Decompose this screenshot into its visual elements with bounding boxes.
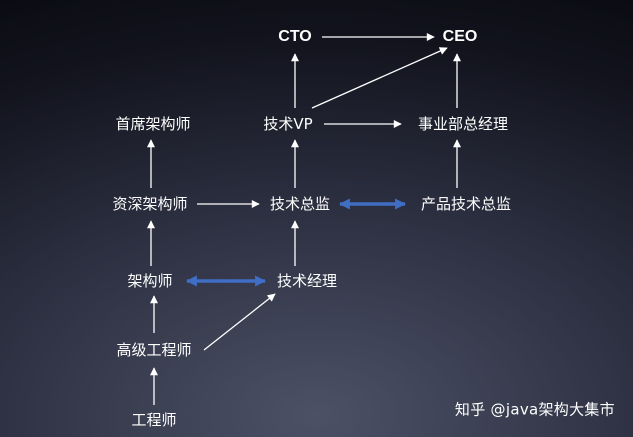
node-product-tech-director: 产品技术总监 [420,195,512,213]
edge-senior-engineer-to-tech-manager [203,293,276,351]
node-tech-manager: 技术经理 [276,272,338,290]
node-architect: 架构师 [127,272,173,290]
watermark-text: 知乎 @java架构大集市 [454,400,615,419]
node-senior-architect: 资深架构师 [112,195,188,213]
edge-tech-vp-to-ceo [311,47,448,109]
node-senior-engineer: 高级工程师 [116,341,192,359]
node-tech-director: 技术总监 [269,195,331,213]
node-business-gm: 事业部总经理 [417,115,509,133]
node-tech-vp: 技术VP [263,115,313,133]
node-ceo: CEO [442,28,478,45]
node-cto: CTO [278,28,312,45]
node-engineer: 工程师 [131,411,177,429]
node-chief-architect: 首席架构师 [115,115,191,133]
